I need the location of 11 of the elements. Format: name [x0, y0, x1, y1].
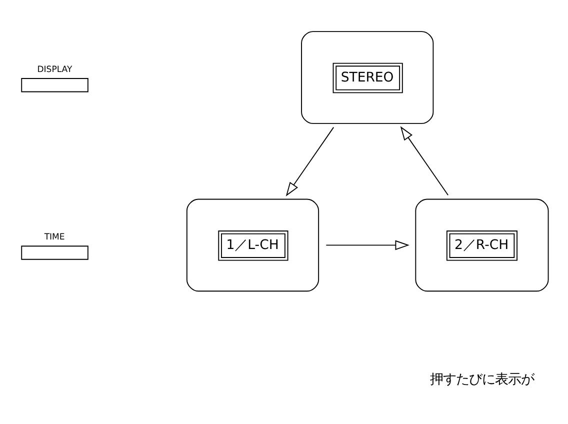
node-box [21, 245, 88, 260]
node-box [21, 78, 88, 92]
arrow [326, 240, 410, 250]
node-label: DISPLAY [37, 64, 72, 75]
arrow [286, 126, 334, 196]
node-box: 2／R-CH [415, 198, 549, 292]
node-box: STEREO [301, 30, 434, 124]
node-box: 1／L-CH [186, 198, 320, 292]
label: 押すたびに表示が [430, 372, 534, 388]
node-label: TIME [44, 232, 65, 242]
arrow [400, 126, 449, 196]
